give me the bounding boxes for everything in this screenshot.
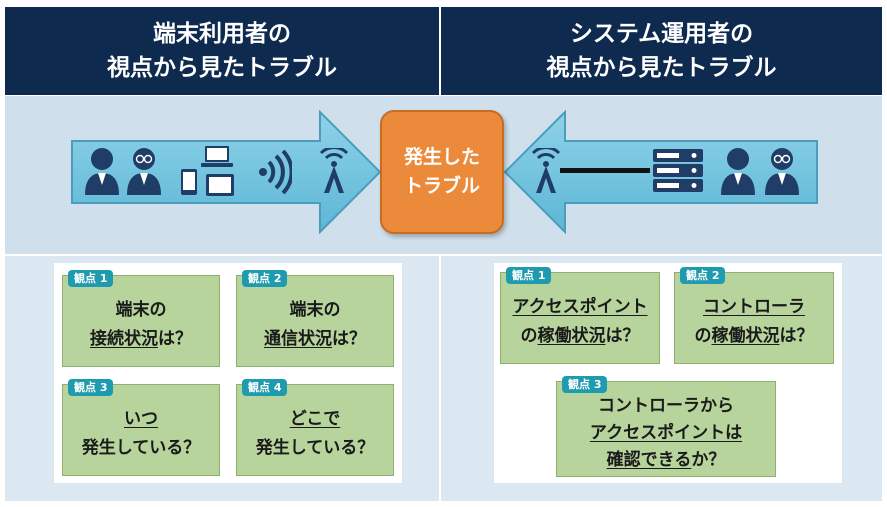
- perspective-badge: 観点 3: [562, 376, 608, 393]
- card-line: いつ: [124, 409, 158, 429]
- perspective-card-controller-visibility: 観点 3 コントローラから アクセスポイントは 確認できるか？: [556, 376, 776, 477]
- occurred-trouble-box: 発生した トラブル: [380, 110, 504, 234]
- access-point-icon: [531, 148, 561, 193]
- perspective-badge: 観点 2: [680, 267, 726, 284]
- tablet-icon: [206, 174, 234, 196]
- perspective-badge: 観点 3: [68, 379, 114, 396]
- user-glasses-icon: [127, 148, 161, 195]
- card-line: どこで: [289, 409, 341, 429]
- network-cable-line: [560, 168, 650, 173]
- perspective-badge: 観点 1: [68, 270, 114, 287]
- user-icon: [721, 148, 755, 195]
- wireless-signal-icon: [259, 150, 292, 194]
- perspective-card-access-point-status: 観点 1 アクセスポイント の稼働状況は？: [500, 267, 660, 364]
- header-line: 視点から見たトラブル: [107, 55, 337, 81]
- perspective-badge: 観点 4: [242, 379, 288, 396]
- card-line: 接続状況は？: [90, 329, 192, 349]
- user-glasses-icon: [765, 148, 799, 195]
- perspective-badge: 観点 1: [506, 267, 552, 284]
- header-line: 端末利用者の: [153, 21, 291, 47]
- card-line: 通信状況は？: [264, 329, 366, 349]
- header-line: システム運用者の: [569, 21, 754, 47]
- card-line: 端末の: [289, 300, 341, 320]
- smartphone-icon: [181, 169, 197, 195]
- header-line: 視点から見たトラブル: [546, 55, 777, 81]
- user-side-arrow: [71, 110, 382, 234]
- card-line: 発生している？: [81, 438, 201, 458]
- perspective-card-controller-status: 観点 2 コントローラ の稼働状況は？: [674, 267, 834, 364]
- server-rack-icon: [653, 149, 703, 192]
- perspective-card-when: 観点 3 いつ 発生している？: [62, 379, 220, 476]
- card-line: アクセスポイントは: [589, 422, 743, 443]
- card-line: の稼働状況は？: [520, 326, 640, 346]
- user-icon: [85, 148, 119, 195]
- perspective-card-communication: 観点 2 端末の 通信状況は？: [236, 270, 394, 367]
- perspective-badge: 観点 2: [242, 270, 288, 287]
- laptop-icon: [201, 146, 233, 167]
- card-line: 確認できるか？: [606, 449, 726, 470]
- operator-perspective-header: システム運用者の 視点から見たトラブル: [441, 7, 882, 95]
- center-line: トラブル: [403, 175, 480, 197]
- perspective-card-where: 観点 4 どこで 発生している？: [236, 379, 394, 476]
- card-line: の稼働状況は？: [694, 326, 814, 346]
- user-perspective-header: 端末利用者の 視点から見たトラブル: [5, 7, 439, 95]
- card-line: 端末の: [115, 300, 167, 320]
- perspective-card-connection: 観点 1 端末の 接続状況は？: [62, 270, 220, 367]
- access-point-icon: [319, 148, 349, 193]
- center-line: 発生した: [403, 146, 480, 168]
- card-line: コントローラ: [703, 297, 805, 317]
- card-line: コントローラから: [598, 395, 734, 416]
- card-line: アクセスポイント: [512, 297, 648, 317]
- card-line: 発生している？: [255, 438, 375, 458]
